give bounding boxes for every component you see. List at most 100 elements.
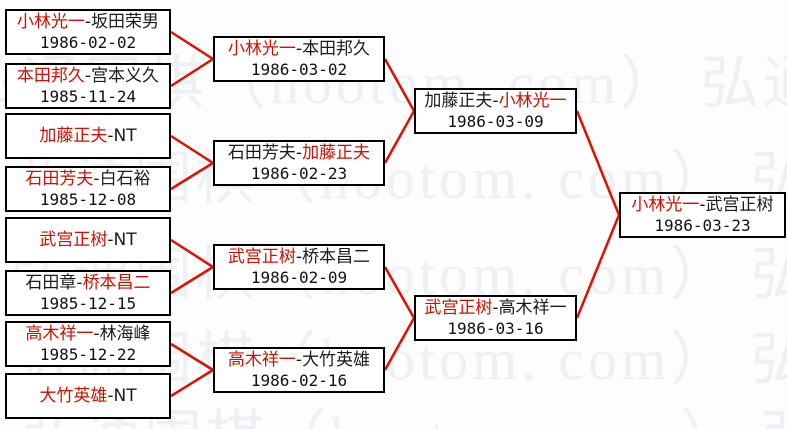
connector-line [170,265,214,295]
player-name: NT [113,125,137,146]
player-name-winner: 武宫正树 [424,297,493,318]
match-box-r1m3: 加藤正夫-NT [5,113,171,159]
match-box-r2m2: 石田芳夫-加藤正夫 1986-02-23 [213,140,385,186]
player-name-winner: 武宫正树 [227,246,296,267]
separator: - [295,246,303,267]
player-name-winner: 高木祥一 [25,323,94,344]
separator: - [93,323,100,344]
match-date: 1985-12-22 [39,345,137,365]
match-players: 武宫正树-NT [39,230,136,250]
connector-line [383,58,416,112]
player-name-winner: 高木祥一 [227,349,296,370]
connector-line [170,368,214,398]
match-players: 小林光一-坂田荣男 [17,12,159,32]
player-name-winner: 桥本昌二 [82,272,151,293]
match-date: 1986-02-02 [39,33,137,53]
connector-line [383,110,416,164]
match-box-r1m1: 小林光一-坂田荣男 1986-02-02 [5,9,171,55]
connector-line [170,134,214,165]
match-players: 小林光一-武宫正树 [631,195,773,215]
player-name-winner: 武宫正树 [39,229,108,250]
player-name: 桥本昌二 [302,246,371,267]
match-date: 1986-02-16 [250,371,348,391]
player-name-winner: 石田芳夫 [25,168,94,189]
separator: - [93,168,100,189]
player-name: 坂田荣男 [91,11,160,32]
match-date: 1986-02-09 [250,268,348,288]
match-players: 武宫正树-高木祥一 [424,298,566,318]
match-players: 武宫正树-桥本昌二 [228,247,370,267]
player-name-winner: 小林光一 [227,38,296,59]
player-name-winner: 本田邦久 [16,65,85,86]
connector-line [170,161,214,191]
connector-line [170,30,214,61]
match-players: 小林光一-本田邦久 [228,39,370,59]
match-box-r1m5: 武宫正树-NT [5,217,171,263]
separator: - [295,142,303,163]
player-name: 宫本义久 [91,65,160,86]
match-players: 加藤正夫-NT [39,126,136,146]
match-date: 1985-12-08 [39,190,137,210]
match-box-r1m8: 大竹英雄-NT [5,373,171,419]
match-box-final: 小林光一-武宫正树 1986-03-23 [619,192,786,238]
separator: - [84,65,92,86]
match-box-r2m4: 高木祥一-大竹英雄 1986-02-16 [213,347,385,393]
player-name: 石田芳夫 [227,142,296,163]
player-name: NT [113,385,137,406]
match-players: 大竹英雄-NT [39,386,136,406]
separator: - [76,272,83,293]
match-date: 1986-03-16 [447,319,544,339]
match-players: 加藤正夫-小林光一 [424,91,566,111]
player-name: 林海峰 [99,323,151,344]
match-players: 高木祥一-大竹英雄 [228,350,370,370]
match-date: 1986-03-23 [654,216,751,236]
connector-line [170,238,214,269]
separator: - [107,385,114,406]
match-players: 本田邦久-宫本义久 [17,66,159,86]
player-name-winner: 小林光一 [16,11,85,32]
match-box-semifinal-1: 加藤正夫-小林光一 1986-03-09 [414,88,577,134]
separator: - [107,229,114,250]
separator: - [699,194,706,215]
player-name: 本田邦久 [302,38,371,59]
separator: - [295,349,303,370]
connector-line [575,110,621,216]
player-name-winner: 加藤正夫 [39,125,108,146]
separator: - [492,297,499,318]
match-box-r1m7: 高木祥一-林海峰 1985-12-22 [5,321,171,367]
player-name: 高木祥一 [498,297,567,318]
match-date: 1986-02-23 [250,164,348,184]
player-name: 石田章 [25,272,77,293]
match-date: 1985-12-15 [39,294,137,314]
connector-line [383,317,416,371]
connector-line [383,266,416,319]
player-name-winner: 小林光一 [631,194,700,215]
connector-line [575,214,621,319]
match-box-r2m3: 武宫正树-桥本昌二 1986-02-09 [213,244,385,290]
match-box-r1m4: 石田芳夫-白石裕 1985-12-08 [5,166,171,212]
match-players: 石田章-桥本昌二 [25,273,150,293]
player-name-winner: 加藤正夫 [302,142,371,163]
match-box-r1m6: 石田章-桥本昌二 1985-12-15 [5,270,171,316]
player-name: 加藤正夫 [424,90,493,111]
player-name: 武宫正树 [705,194,774,215]
connector-line [170,342,214,372]
separator: - [107,125,114,146]
player-name-winner: 小林光一 [498,90,567,111]
separator: - [84,11,92,32]
match-date: 1986-03-09 [447,112,544,132]
player-name-winner: 大竹英雄 [39,385,108,406]
match-players: 石田芳夫-白石裕 [25,169,150,189]
connector-line [170,57,214,88]
match-date: 1986-03-02 [250,60,348,80]
match-box-semifinal-2: 武宫正树-高木祥一 1986-03-16 [414,295,577,341]
separator: - [492,90,499,111]
match-date: 1985-11-24 [39,87,137,107]
match-players: 高木祥一-林海峰 [25,324,150,344]
match-box-r1m2: 本田邦久-宫本义久 1985-11-24 [5,63,171,109]
player-name: NT [113,229,137,250]
separator: - [295,38,303,59]
player-name: 大竹英雄 [302,349,371,370]
